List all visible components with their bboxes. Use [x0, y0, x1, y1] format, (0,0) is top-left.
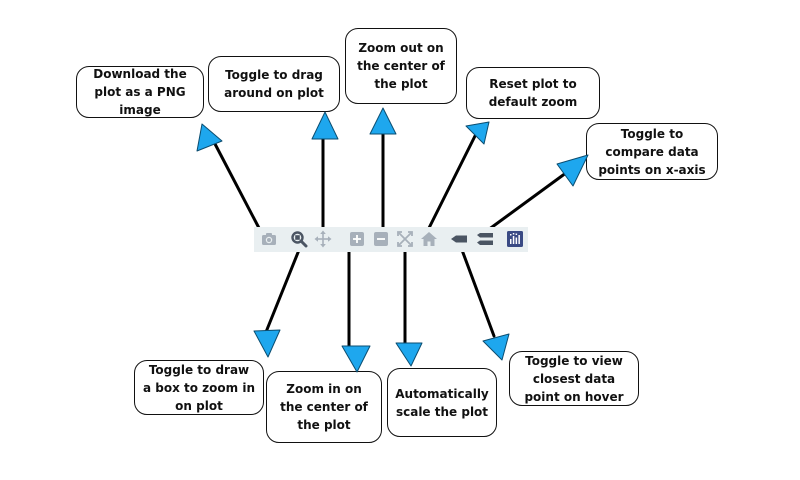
callout-zoom-box: Toggle to draw a box to zoom in on plot: [134, 360, 264, 415]
connector-reset: [426, 128, 480, 232]
zoom-out-icon[interactable]: [372, 230, 390, 248]
callout-autoscale: Automatically scale the plot: [387, 368, 497, 437]
connector-closest: [460, 248, 496, 338]
zoom-box-icon[interactable]: [290, 230, 308, 248]
autoscale-icon[interactable]: [396, 230, 414, 248]
callout-zoom-in: Zoom in on the center of the plot: [266, 371, 382, 443]
callout-zoom-box-text: Toggle to draw a box to zoom in on plot: [143, 362, 255, 413]
connector-download: [212, 140, 262, 232]
callout-compare-text: Toggle to compare data points on x-axis: [598, 126, 706, 177]
connector-zoom-box: [264, 248, 301, 334]
callout-pan: Toggle to drag around on plot: [208, 56, 340, 112]
callout-autoscale-text: Automatically scale the plot: [395, 386, 489, 419]
callout-download: Download the plot as a PNG image: [76, 66, 204, 118]
callout-closest: Toggle to view closest data point on hov…: [509, 351, 639, 406]
callout-pan-text: Toggle to drag around on plot: [224, 68, 324, 100]
zoom-in-icon[interactable]: [348, 230, 366, 248]
callout-closest-text: Toggle to view closest data point on hov…: [524, 353, 624, 404]
callout-zoom-out-text: Zoom out on the center of the plot: [357, 41, 445, 91]
callout-compare: Toggle to compare data points on x-axis: [586, 123, 718, 180]
connector-compare: [486, 168, 572, 232]
pan-icon[interactable]: [314, 230, 332, 248]
home-icon[interactable]: [420, 230, 438, 248]
camera-icon[interactable]: [260, 230, 278, 248]
hover-compare-icon[interactable]: [476, 230, 494, 248]
callout-zoom-in-text: Zoom in on the center of the plot: [280, 382, 368, 432]
callout-reset: Reset plot to default zoom: [466, 67, 600, 119]
callout-zoom-out: Zoom out on the center of the plot: [345, 28, 457, 104]
modebar-toolbar: [254, 227, 528, 252]
callout-download-text: Download the plot as a PNG image: [93, 67, 187, 117]
hover-closest-icon[interactable]: [450, 230, 468, 248]
callout-reset-text: Reset plot to default zoom: [488, 77, 578, 109]
plotly-logo-icon[interactable]: [506, 230, 524, 248]
